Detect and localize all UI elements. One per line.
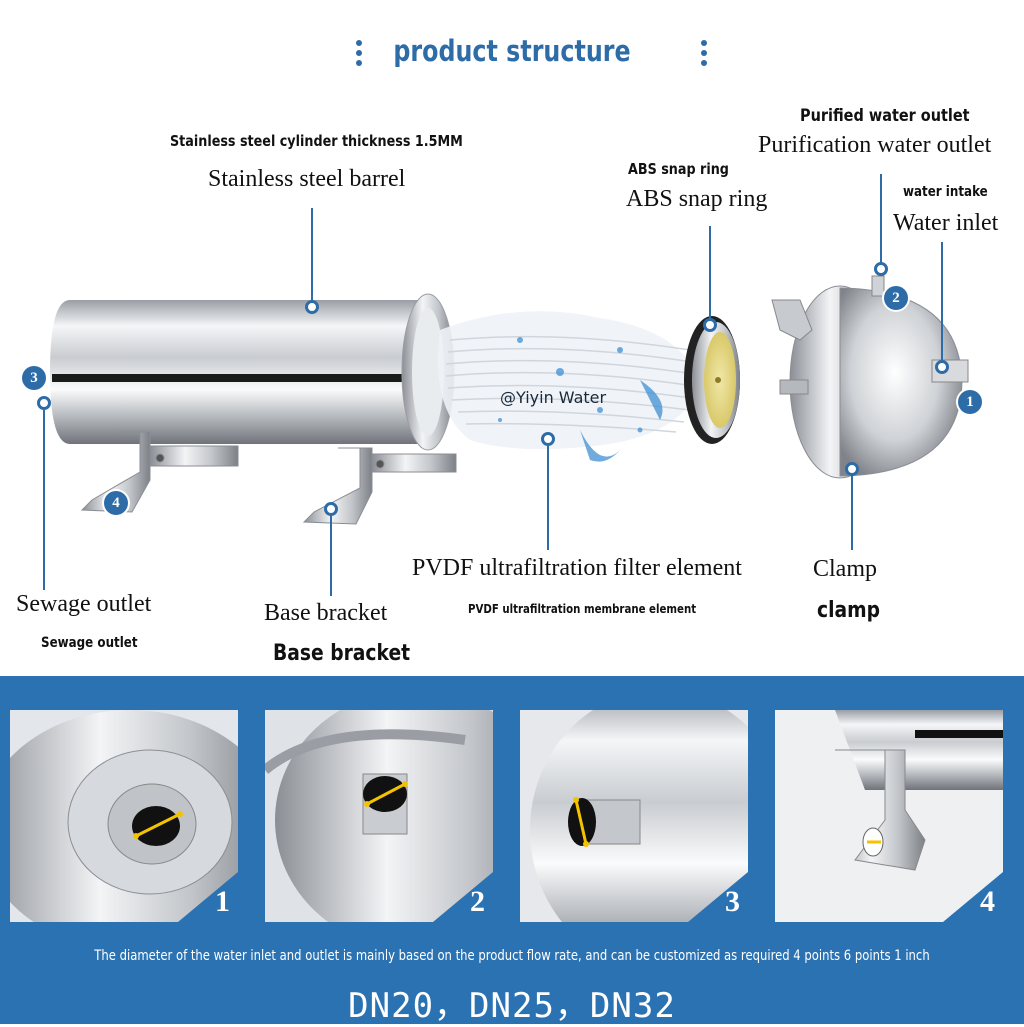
clamp-leader-line xyxy=(851,470,853,550)
size-footnote: The diameter of the water inlet and outl… xyxy=(94,948,930,964)
sewage-marker xyxy=(37,396,51,410)
snap-ring-marker xyxy=(703,318,717,332)
page-title: product structure xyxy=(393,34,631,68)
sewage-label: Sewage outlet xyxy=(16,591,152,617)
header-dots-left xyxy=(356,40,362,70)
pvdf-filter-element xyxy=(438,311,700,462)
header-dots-right xyxy=(701,40,707,70)
filter-marker xyxy=(541,432,555,446)
watermark: @Yiyin Water xyxy=(500,388,607,407)
barrel-spec-label: Stainless steel cylinder thickness 1.5MM xyxy=(170,132,463,150)
outlet-closeup-photo xyxy=(265,710,493,922)
end-cap-with-clamp xyxy=(771,275,969,479)
snap-ring-leader-line xyxy=(709,226,711,320)
filter-element-small-label: PVDF ultrafiltration membrane element xyxy=(468,602,697,616)
dn-sizes-text: DN20，DN25，DN32 xyxy=(348,986,676,1026)
intake-small-label: water intake xyxy=(903,184,988,200)
barrel-label: Stainless steel barrel xyxy=(208,166,406,192)
clamp-small-label: clamp xyxy=(817,598,880,623)
inlet-closeup-photo xyxy=(10,710,238,922)
outlet-leader-line xyxy=(880,174,882,264)
base-brackets xyxy=(80,431,457,525)
barrel-leader-line xyxy=(311,208,313,304)
bracket-marker xyxy=(324,502,338,516)
snap-ring-label: ABS snap ring xyxy=(626,186,768,212)
clamp-label: Clamp xyxy=(813,556,877,582)
base-bracket-small-label: Base bracket xyxy=(273,641,411,666)
clamp-marker xyxy=(845,462,859,476)
sewage-leader-line xyxy=(43,410,45,590)
abs-snap-ring-part xyxy=(684,316,740,444)
outlet-label: Purification water outlet xyxy=(758,132,992,158)
sewage-small-label: Sewage outlet xyxy=(41,635,138,651)
detail-card-1: 1 xyxy=(10,710,238,922)
inlet-label: Water inlet xyxy=(893,210,999,236)
marker-number-3: 3 xyxy=(22,366,46,390)
outlet-marker xyxy=(874,262,888,276)
bracket-leader-line xyxy=(330,514,332,596)
detail-card-2: 2 xyxy=(265,710,493,922)
stainless-barrel xyxy=(50,293,455,451)
detail-card-4: 4 xyxy=(775,710,1003,922)
marker-number-2: 2 xyxy=(884,286,908,310)
inlet-leader-line xyxy=(941,242,943,362)
inlet-marker xyxy=(935,360,949,374)
filter-leader-line xyxy=(547,440,549,550)
bracket-closeup-photo xyxy=(775,710,1003,922)
filter-element-label: PVDF ultrafiltration filter element xyxy=(412,555,742,581)
marker-number-4: 4 xyxy=(104,491,128,515)
product-structure-illustration xyxy=(50,275,969,525)
drain-closeup-photo xyxy=(520,710,748,922)
barrel-marker xyxy=(305,300,319,314)
snap-ring-small-label: ABS snap ring xyxy=(628,160,729,178)
outlet-small-label: Purified water outlet xyxy=(800,106,970,126)
base-bracket-label: Base bracket xyxy=(264,600,388,626)
marker-number-1: 1 xyxy=(958,390,982,414)
detail-card-3: 3 xyxy=(520,710,748,922)
